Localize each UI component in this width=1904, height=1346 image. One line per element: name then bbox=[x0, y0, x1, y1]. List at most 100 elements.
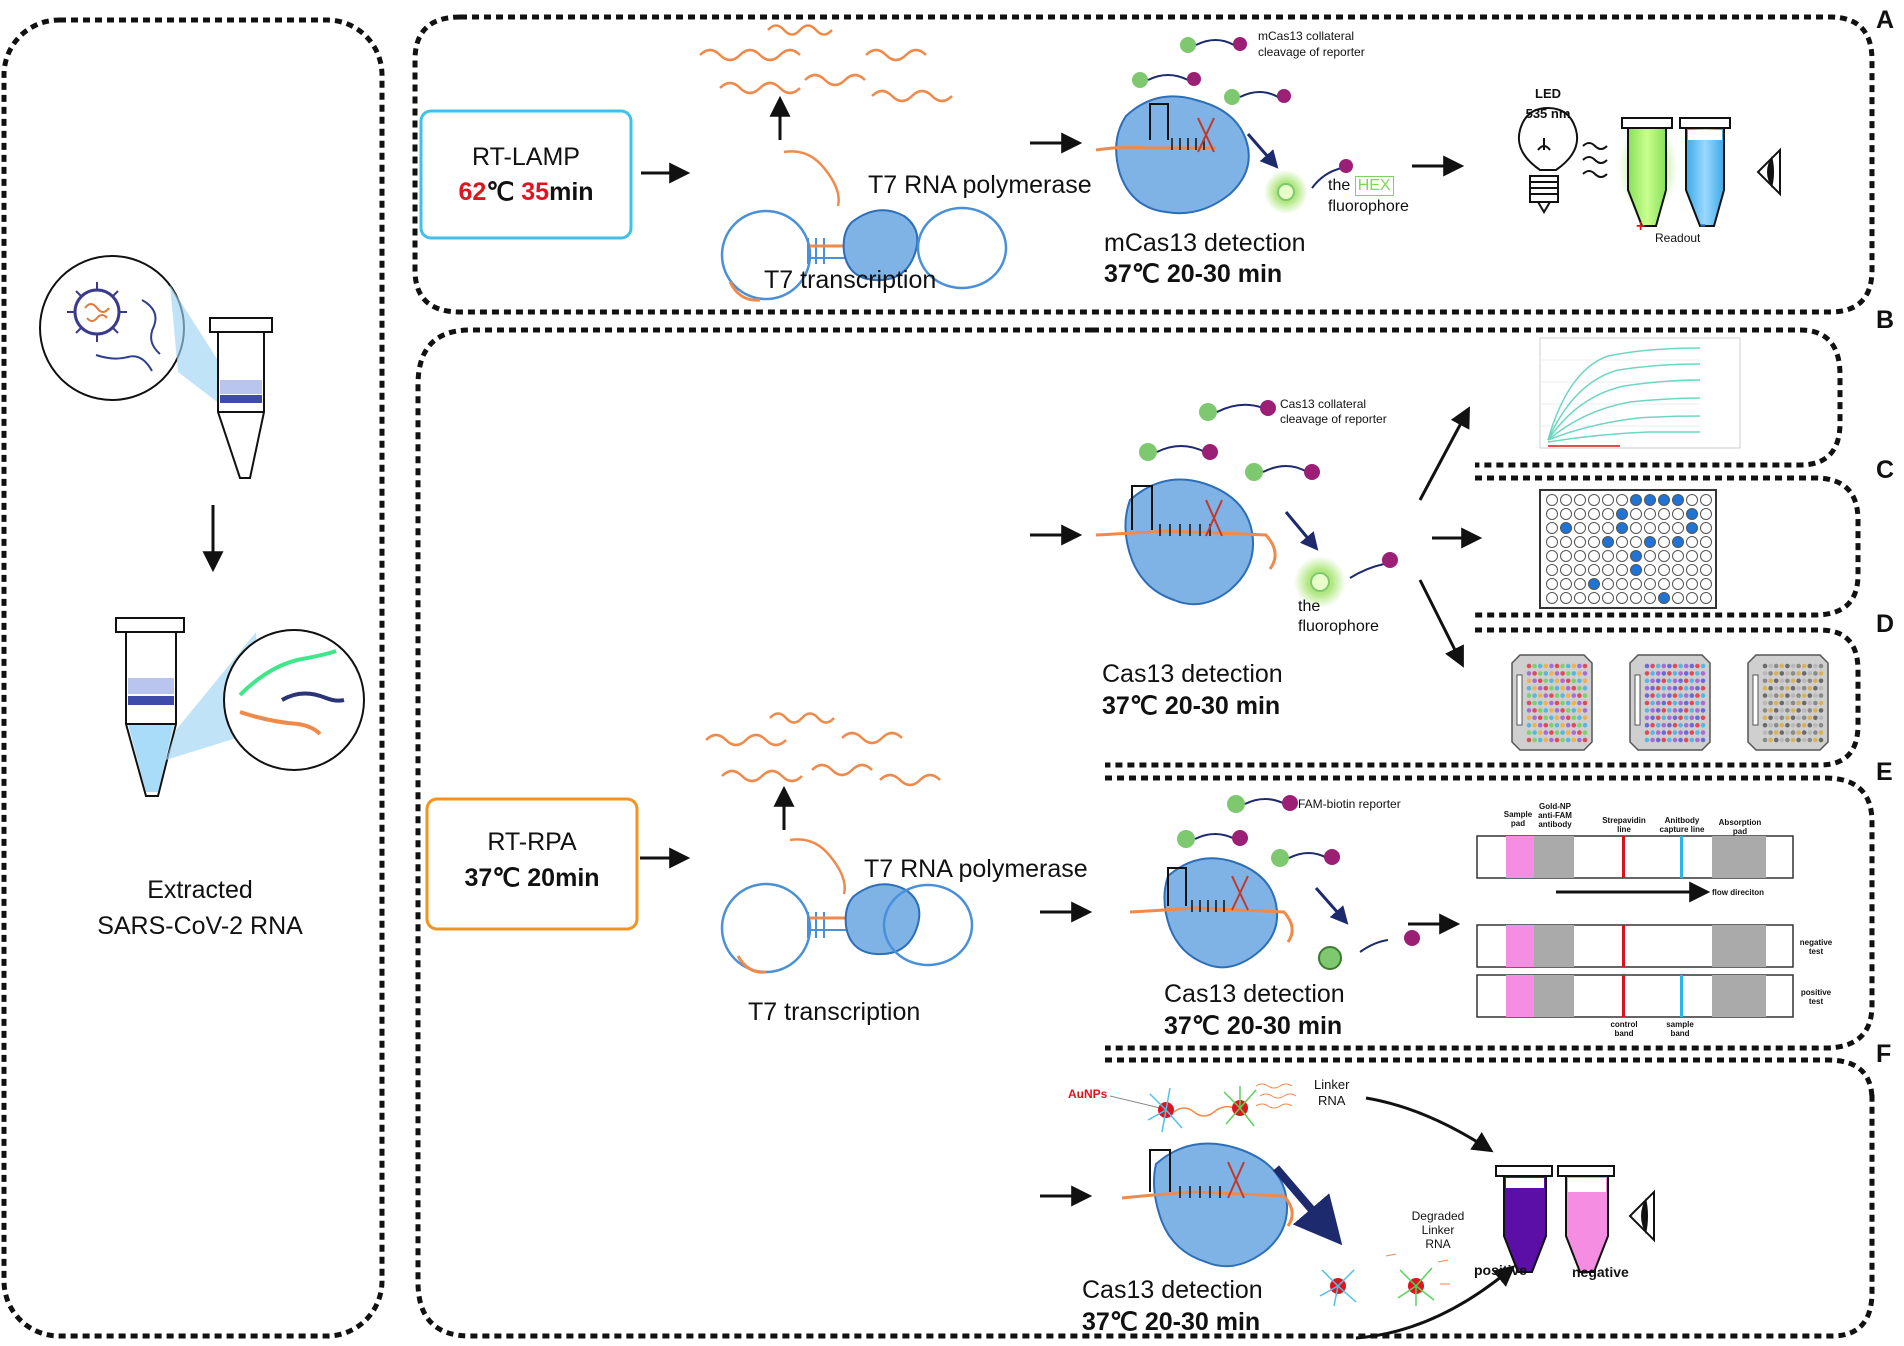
chip-spot bbox=[1571, 671, 1577, 676]
chip-spot bbox=[1565, 715, 1571, 721]
chip-spot bbox=[1768, 715, 1773, 721]
chip-spot bbox=[1813, 722, 1818, 728]
chip-spot bbox=[1695, 737, 1700, 743]
chip-spot bbox=[1790, 685, 1796, 691]
chip-slot bbox=[1516, 674, 1523, 726]
panel-a-outline bbox=[412, 14, 1875, 315]
chip-spot bbox=[1554, 685, 1560, 691]
fam-biotin-reporter-label: FAM-biotin reporter bbox=[1298, 797, 1401, 811]
plate-well bbox=[1700, 550, 1712, 562]
panel-outlines bbox=[1, 14, 1875, 1339]
tube-icon-bottom bbox=[115, 617, 185, 797]
chip-spot bbox=[1768, 708, 1773, 713]
led-label-line1: LED bbox=[1535, 86, 1561, 101]
rt-rpa-box bbox=[425, 797, 639, 931]
plate-well bbox=[1574, 578, 1586, 590]
strip-label-text: pad bbox=[1732, 827, 1748, 837]
flow-direction-label: flow direciton bbox=[1712, 888, 1764, 897]
mcas13-reporter-line1: mCas13 collateral bbox=[1258, 29, 1355, 43]
chip-spot bbox=[1667, 685, 1672, 691]
chip-slot bbox=[1634, 674, 1641, 726]
negative-tube-pink bbox=[1557, 1165, 1615, 1273]
plate-well bbox=[1574, 550, 1586, 562]
chip-spot bbox=[1582, 678, 1588, 684]
chip-spot bbox=[1695, 730, 1700, 735]
chip-spot bbox=[1796, 663, 1801, 669]
plate-well bbox=[1630, 592, 1642, 604]
mcas13-detection-conditions: 37℃ 20-30 min bbox=[1104, 260, 1283, 288]
chip-spot bbox=[1801, 737, 1807, 743]
chip-spot bbox=[1700, 700, 1706, 706]
rt-rpa-conditions: 37℃ 20min bbox=[464, 864, 600, 892]
chip-spot bbox=[1813, 663, 1818, 669]
linker-rna-line1: Linker bbox=[1314, 1077, 1350, 1092]
chip-spot bbox=[1807, 715, 1813, 721]
chip-spot bbox=[1779, 663, 1785, 669]
plate-well bbox=[1644, 536, 1656, 548]
plate-well bbox=[1574, 564, 1586, 576]
chip-spot bbox=[1785, 693, 1790, 698]
chip-spot bbox=[1543, 678, 1549, 684]
t7-polymerase-shape bbox=[844, 883, 921, 956]
plate-well bbox=[1602, 508, 1614, 520]
strip-label-text: capture line bbox=[1659, 825, 1705, 835]
chip-spot bbox=[1577, 693, 1582, 698]
plate-well bbox=[1602, 550, 1614, 562]
quencher-dot bbox=[1404, 930, 1420, 946]
chip-spot bbox=[1689, 708, 1695, 713]
chip-spot bbox=[1683, 730, 1689, 735]
left-caption-line2: SARS-CoV-2 RNA bbox=[97, 912, 303, 940]
chip-spot bbox=[1526, 730, 1532, 735]
degraded-text: Degraded bbox=[1411, 1209, 1465, 1223]
plate-well bbox=[1616, 536, 1628, 548]
chip-spot bbox=[1678, 693, 1683, 698]
plate-well bbox=[1686, 564, 1698, 576]
plate-well bbox=[1700, 578, 1712, 590]
chip-spot bbox=[1818, 671, 1824, 676]
plate-well bbox=[1574, 508, 1586, 520]
chip-spot bbox=[1650, 663, 1655, 669]
chip-spot bbox=[1779, 708, 1785, 713]
chip-spot bbox=[1785, 715, 1790, 721]
chip-spot bbox=[1818, 693, 1824, 698]
chip-spot bbox=[1554, 737, 1560, 743]
plate-well bbox=[1602, 522, 1614, 534]
fluor-word-b: fluorophore bbox=[1298, 618, 1379, 635]
negative-label: negative bbox=[1572, 1264, 1629, 1280]
lateral-flow-strip-positive bbox=[1476, 974, 1794, 1018]
chip-spot bbox=[1818, 737, 1824, 743]
plate-well bbox=[1630, 508, 1642, 520]
quencher-link bbox=[1359, 939, 1389, 953]
panel-letter-f: F bbox=[1876, 1040, 1892, 1068]
hex-fluor-label-line1: the HEX bbox=[1328, 176, 1394, 196]
hex-label: HEX bbox=[1354, 176, 1394, 196]
mcas13-complex bbox=[1095, 95, 1250, 215]
plate-well bbox=[1686, 592, 1698, 604]
chip-spot bbox=[1644, 708, 1650, 713]
virus-icon bbox=[67, 282, 127, 342]
rna-strand-orange bbox=[239, 710, 322, 736]
chip-spot bbox=[1526, 700, 1532, 706]
plate-well bbox=[1644, 592, 1656, 604]
plate-well bbox=[1560, 522, 1572, 534]
chip-spot bbox=[1695, 671, 1700, 676]
chip-spot bbox=[1655, 722, 1661, 728]
plate-well bbox=[1546, 494, 1558, 506]
chip-spot bbox=[1768, 678, 1773, 684]
fluor-prefix-b: the bbox=[1298, 598, 1321, 615]
chip-spot bbox=[1700, 715, 1706, 721]
chip-spot bbox=[1549, 737, 1554, 743]
chip-spot bbox=[1661, 737, 1667, 743]
cleavage-arrow bbox=[1284, 511, 1319, 551]
lateral-flow-strip-top bbox=[1476, 835, 1794, 879]
strip-label-text: sample bbox=[1666, 1020, 1694, 1029]
plate-well bbox=[1574, 592, 1586, 604]
chip-spot bbox=[1565, 671, 1571, 676]
negative-tube-blue bbox=[1679, 117, 1731, 227]
chip-spot bbox=[1532, 708, 1537, 713]
plate-well bbox=[1658, 508, 1670, 520]
chip-spot bbox=[1577, 708, 1582, 713]
chip-spot bbox=[1560, 730, 1565, 735]
